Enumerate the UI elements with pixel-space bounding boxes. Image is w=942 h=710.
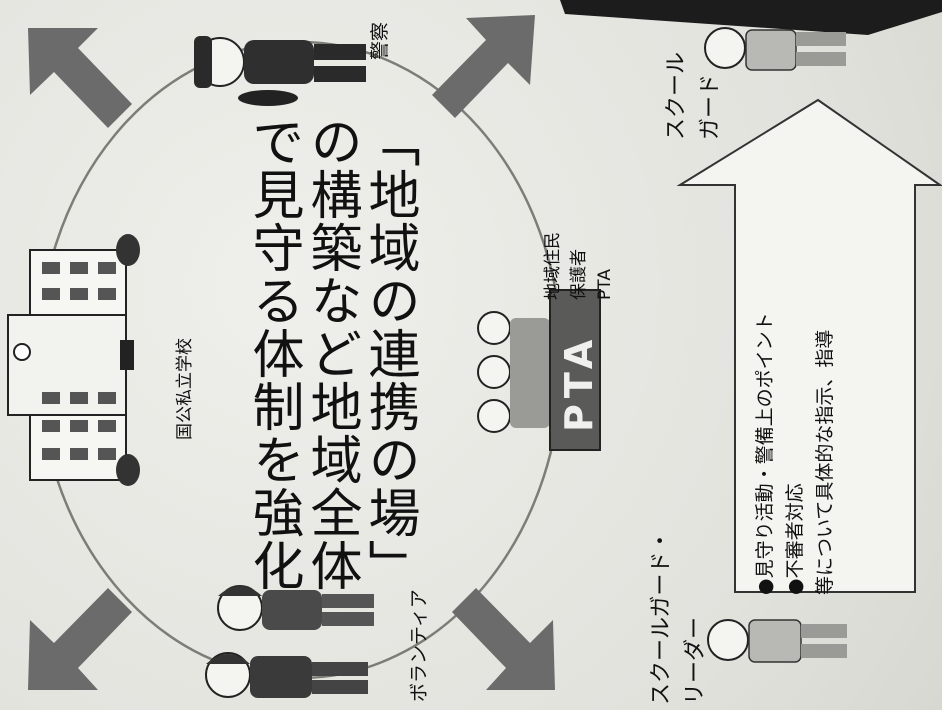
community-line-2: 保護者 bbox=[569, 249, 589, 300]
police-officer-icon bbox=[194, 36, 366, 106]
community-line-3: PTA bbox=[595, 269, 615, 300]
pta-group-icon bbox=[477, 289, 601, 451]
police-label: 警察 bbox=[369, 21, 391, 60]
volunteer-person-icon bbox=[205, 652, 368, 698]
sg-line-2: ガード bbox=[698, 73, 723, 140]
community-label: 地域住民 保護者 PTA bbox=[540, 232, 618, 300]
school-guard-leader-icon bbox=[707, 619, 847, 663]
sg-leader-line-2: リーダー bbox=[683, 616, 708, 705]
arrow-bottom-left-icon bbox=[28, 588, 132, 690]
header-bar bbox=[560, 0, 942, 35]
instruction-item-2: ●不審者対応 bbox=[784, 483, 806, 595]
pta-sign-label: PTA bbox=[557, 333, 601, 432]
instruction-line-3: 等について具体的な指示、指導 bbox=[814, 329, 836, 595]
community-line-1: 地域住民 bbox=[543, 232, 563, 300]
instruction-arrow-icon bbox=[676, 98, 942, 593]
central-slogan: 「地域の連携の場」 の構築など地域全体 で見守る体制を強化 bbox=[243, 115, 419, 592]
pta-sign bbox=[549, 289, 601, 451]
volunteer-person-icon bbox=[217, 585, 374, 631]
school-label: 国公私立学校 bbox=[175, 338, 195, 440]
arrow-bottom-right-icon bbox=[452, 588, 555, 690]
instruction-text: ●見守り活動・警備上のポイント ●不審者対応 等について具体的な指示、指導 bbox=[750, 312, 840, 595]
school-guard-icon bbox=[704, 27, 846, 71]
arrow-top-left-icon bbox=[28, 28, 132, 128]
school-guard-label: スクール ガード bbox=[660, 52, 728, 140]
slogan-line-1: 「地域の連携の場」 bbox=[359, 115, 419, 592]
arrow-top-right-icon bbox=[432, 15, 535, 118]
volunteer-label: ボランティア bbox=[408, 589, 430, 702]
slogan-line-3: で見守る体制を強化 bbox=[243, 115, 303, 592]
school-guard-leader-label: スクールガード・ リーダー bbox=[645, 530, 713, 705]
slogan-line-2: の構築など地域全体 bbox=[301, 115, 361, 592]
sg-leader-line-1: スクールガード・ bbox=[649, 529, 674, 705]
instruction-item-1: ●見守り活動・警備上のポイント bbox=[754, 312, 776, 595]
school-building-icon bbox=[7, 234, 140, 486]
sg-line-1: スクール bbox=[664, 51, 689, 140]
